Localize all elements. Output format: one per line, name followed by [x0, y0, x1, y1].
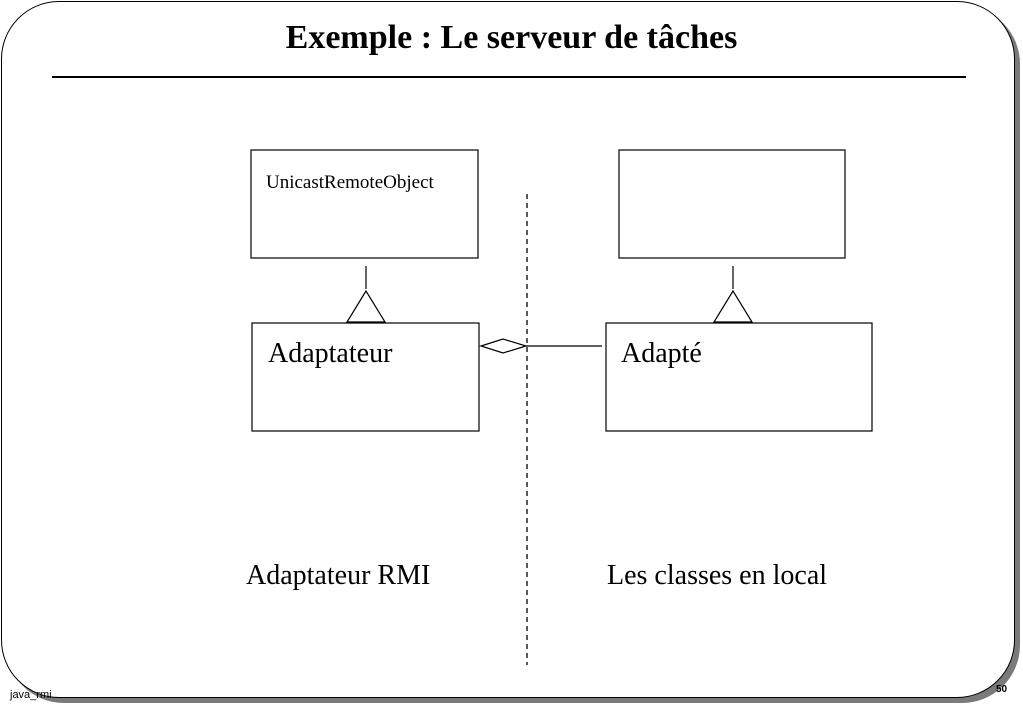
class-name-adapte: Adapté [621, 338, 702, 369]
footer-page-number: 50 [996, 684, 1008, 695]
title-divider [52, 76, 966, 78]
class-box-unicast-remote-object [250, 149, 479, 259]
footer-course-name: java_rmi [10, 689, 52, 701]
class-box-adaptee-parent [618, 149, 846, 259]
aggregation-diamond [479, 338, 529, 354]
inheritance-triangle-left [345, 289, 387, 323]
class-name-adaptateur: Adaptateur [268, 338, 393, 369]
class-box-adaptateur [251, 322, 480, 432]
inheritance-triangle-right [712, 289, 754, 323]
caption-classes-local: Les classes en local [607, 560, 828, 591]
caption-adaptateur-rmi: Adaptateur RMI [246, 560, 431, 591]
class-name-unicast-remote-object: UnicastRemoteObject [266, 172, 434, 193]
slide-title: Exemple : Le serveur de tâches [285, 19, 738, 56]
class-box-adapte [605, 322, 873, 432]
